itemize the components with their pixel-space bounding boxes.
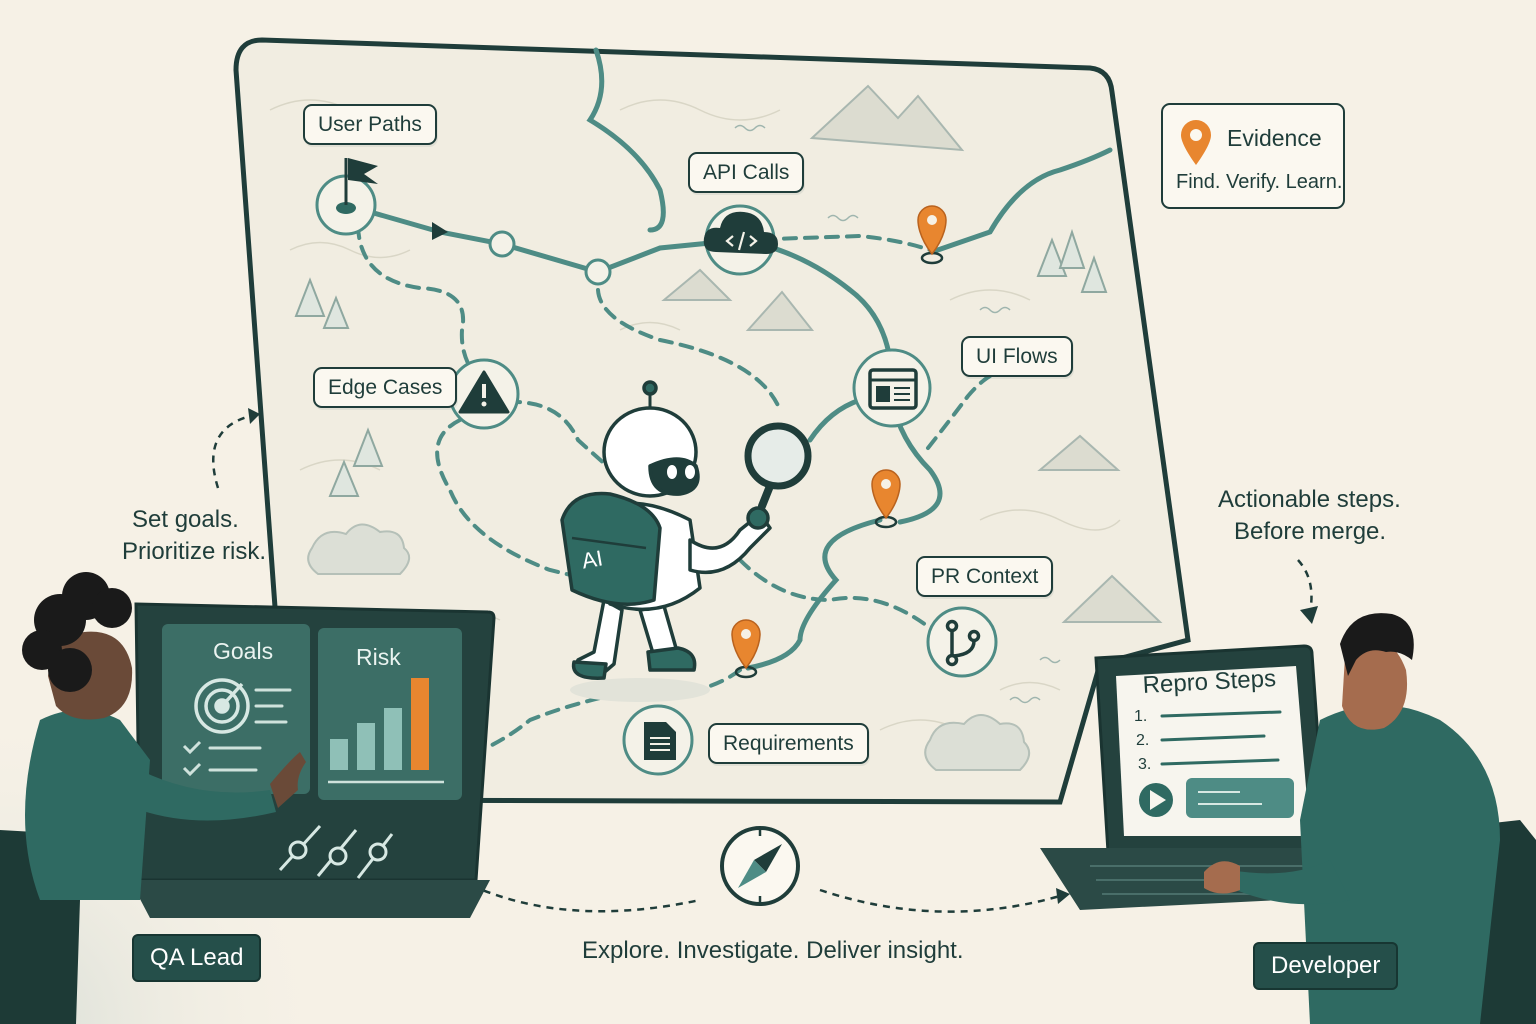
document-icon — [644, 722, 676, 760]
developer-badge: Developer — [1253, 942, 1399, 990]
ai-robot: AI — [560, 380, 812, 702]
label-user-paths: User Paths — [303, 104, 437, 146]
qa-caption-line-1: Set goals. — [132, 506, 239, 533]
risk-bar — [357, 723, 375, 770]
qa-lead-badge: QA Lead — [132, 934, 262, 982]
location-pin-icon — [871, 469, 901, 529]
browser-window-icon — [868, 368, 918, 410]
label-api-calls: API Calls — [688, 152, 805, 194]
label-ui-flows: UI Flows — [961, 336, 1073, 378]
code-cloud-icon — [703, 211, 778, 254]
label-pr-context: PR Context — [916, 556, 1054, 598]
evidence-title: Evidence — [1227, 125, 1322, 151]
evidence-legend: Evidence Find. Verify. Learn. — [1161, 103, 1345, 209]
target-icon — [194, 678, 250, 734]
location-pin-icon — [917, 205, 947, 265]
checkmark-icon — [182, 740, 202, 777]
label-edge-cases: Edge Cases — [313, 367, 458, 409]
dev-caption-line-2: Before merge. — [1234, 518, 1387, 545]
qa-lead-scene — [0, 572, 496, 1024]
risk-bar — [411, 678, 429, 770]
label-requirements: Requirements — [708, 723, 869, 765]
dev-caption-line-1: Actionable steps. — [1218, 486, 1401, 513]
risk-bar — [330, 739, 348, 770]
flag-icon — [344, 158, 378, 205]
risk-panel-title: Risk — [356, 644, 401, 670]
backpack-label: AI — [580, 545, 605, 573]
warning-icon — [458, 370, 510, 414]
risk-bar — [384, 708, 402, 770]
repro-step-2: 2. — [1136, 732, 1150, 749]
evidence-subtitle: Find. Verify. Learn. — [1176, 171, 1343, 193]
play-button-icon — [1139, 783, 1173, 817]
location-pin-icon — [731, 619, 761, 679]
compass-icon — [720, 826, 800, 906]
qa-caption-line-2: Prioritize risk. — [122, 538, 267, 565]
repro-step-3: 3. — [1138, 756, 1152, 773]
repro-step-1: 1. — [1134, 708, 1148, 725]
location-pin-icon — [1181, 120, 1211, 165]
git-branch-icon — [945, 619, 981, 667]
footer-tagline: Explore. Investigate. Deliver insight. — [582, 937, 964, 964]
goals-panel-title: Goals — [213, 638, 274, 664]
